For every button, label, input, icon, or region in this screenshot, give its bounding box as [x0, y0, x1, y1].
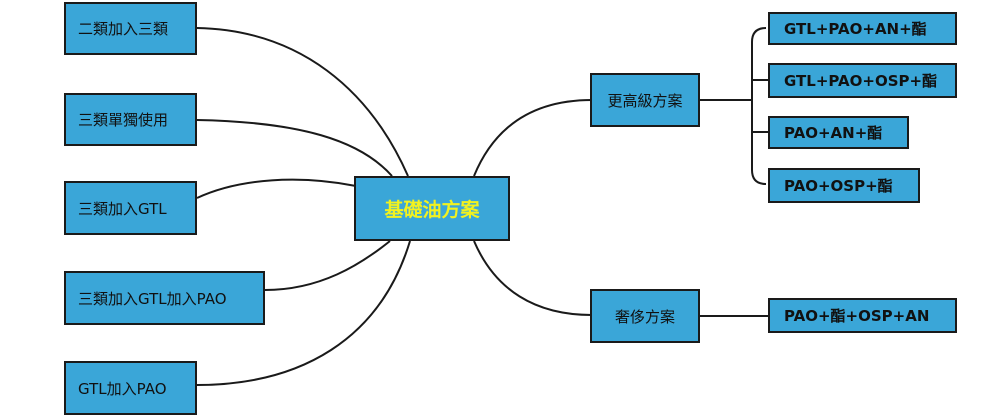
left-node-1-label: 二類加入三類 [78, 20, 169, 38]
upgrade-child-2: GTL+PAO+OSP+酯 [768, 63, 957, 98]
left-node-5-label: GTL加入PAO [78, 379, 167, 398]
upgrade-child-3: PAO+AN+酯 [768, 116, 909, 149]
connector-center-to-upgrade [473, 99, 593, 177]
left-node-4-label: 三類加入GTL加入PAO [78, 289, 227, 308]
upgrade-child-2-label: GTL+PAO+OSP+酯 [784, 72, 938, 90]
luxury-child-1: PAO+酯+OSP+AN [768, 298, 957, 333]
left-node-1: 二類加入三類 [64, 2, 197, 55]
left-node-2: 三類單獨使用 [64, 93, 197, 146]
upgrade-node-label: 更高級方案 [607, 91, 683, 110]
upgrade-child-3-label: PAO+AN+酯 [784, 124, 883, 142]
left-node-3-label: 三類加入GTL [78, 199, 167, 218]
luxury-node-label: 奢侈方案 [614, 307, 675, 326]
connector-center-to-left-1 [196, 27, 409, 177]
connector-center-to-left-5 [196, 240, 411, 386]
connector-upgrade-bracket [751, 27, 767, 185]
center-node-label: 基礎油方案 [384, 199, 480, 221]
upgrade-child-1: GTL+PAO+AN+酯 [768, 12, 957, 45]
connector-center-to-left-4 [264, 240, 391, 291]
left-node-2-label: 三類單獨使用 [78, 111, 169, 129]
upgrade-node: 更高級方案 [590, 73, 700, 127]
left-node-3: 三類加入GTL [64, 181, 197, 235]
connector-center-to-left-2 [196, 119, 393, 177]
luxury-node: 奢侈方案 [590, 289, 700, 343]
connector-center-to-luxury [473, 240, 593, 316]
upgrade-child-1-label: GTL+PAO+AN+酯 [784, 20, 927, 38]
upgrade-child-4: PAO+OSP+酯 [768, 168, 920, 203]
left-node-5: GTL加入PAO [64, 361, 197, 415]
center-node: 基礎油方案 [354, 176, 510, 241]
upgrade-child-4-label: PAO+OSP+酯 [784, 177, 893, 195]
luxury-child-1-label: PAO+酯+OSP+AN [784, 307, 930, 325]
left-node-4: 三類加入GTL加入PAO [64, 271, 265, 325]
connector-center-to-left-3 [196, 178, 357, 199]
